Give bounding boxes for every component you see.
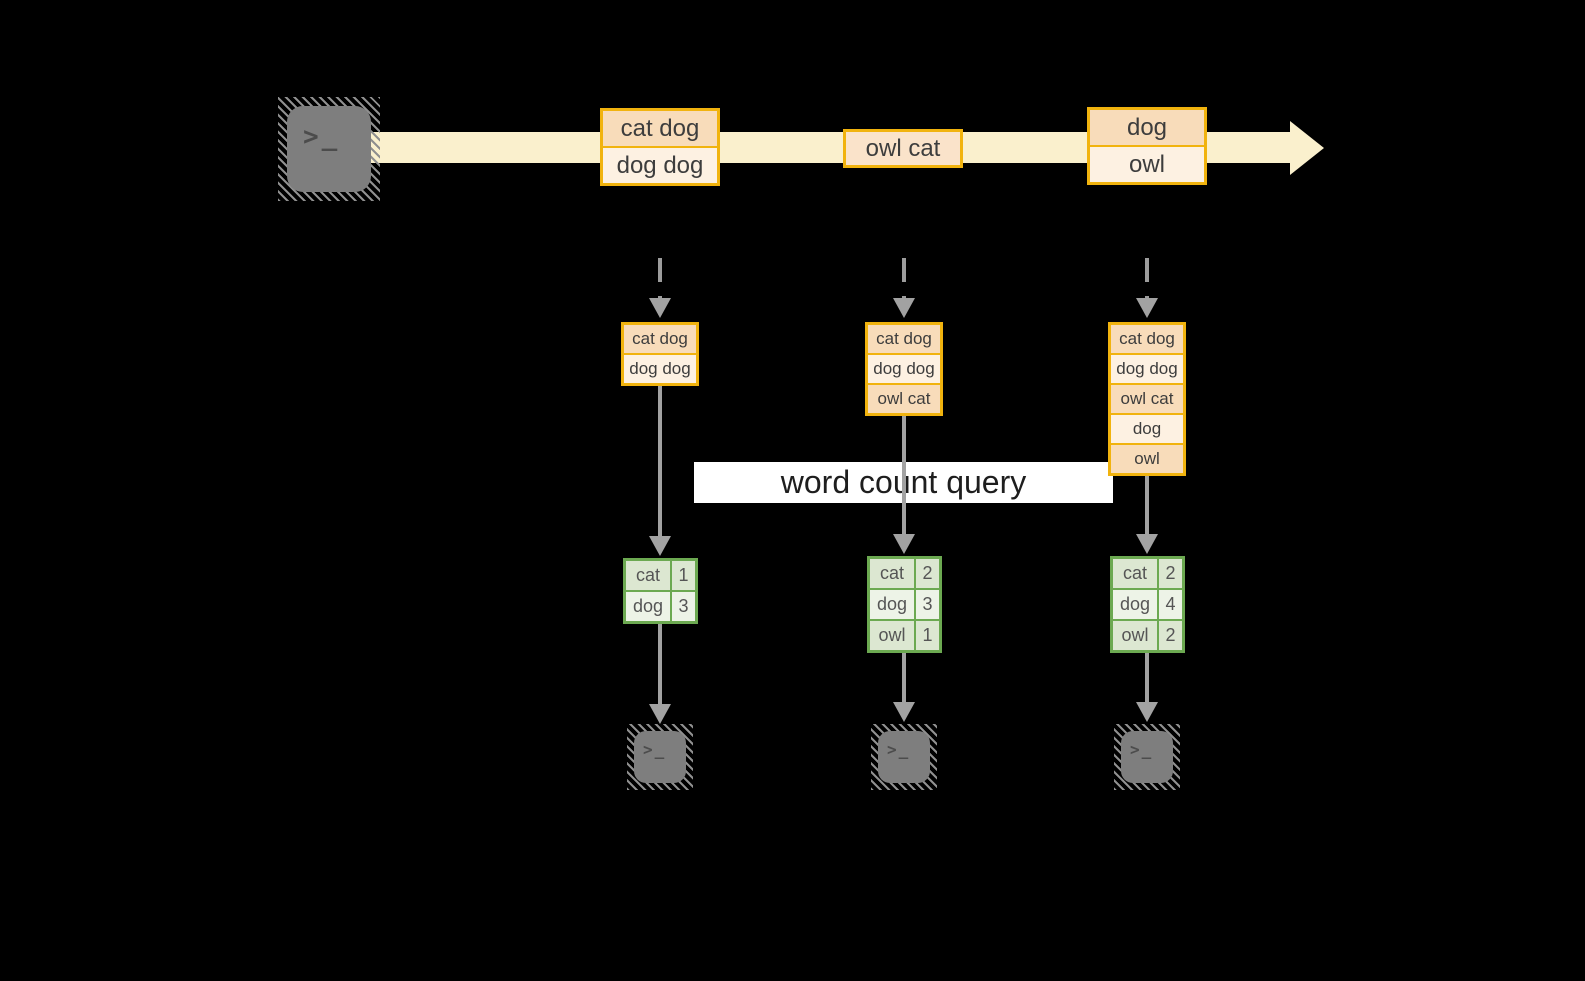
buffer-row: owl — [1111, 443, 1183, 473]
dashed-arrow-head-icon — [1136, 298, 1158, 318]
stream-event-box-3: dog owl — [1087, 107, 1207, 185]
dashed-arrow-stem — [902, 258, 906, 298]
arrow-stem — [902, 416, 906, 534]
event-row: dog dog — [603, 146, 717, 183]
sink-terminal-icon-2: >_ — [871, 724, 937, 790]
terminal-screen: >_ — [634, 731, 686, 783]
word-cell: cat — [626, 561, 670, 590]
count-cell: 3 — [672, 592, 695, 621]
stream-event-box-2: owl cat — [843, 129, 963, 168]
terminal-screen: >_ — [878, 731, 930, 783]
sink-terminal-icon-1: >_ — [627, 724, 693, 790]
arrow-head-icon — [649, 704, 671, 724]
terminal-screen: >_ — [287, 106, 371, 192]
count-table-1: cat 1 dog 3 — [623, 558, 698, 624]
buffer-box-2: cat dog dog dog owl cat — [865, 322, 943, 416]
count-table-3: cat 2 dog 4 owl 2 — [1110, 556, 1185, 653]
stream-event-box-1: cat dog dog dog — [600, 108, 720, 186]
arrow-stem — [658, 386, 662, 536]
arrow-head-icon — [893, 702, 915, 722]
count-cell: 1 — [916, 621, 939, 650]
event-row: cat dog — [603, 111, 717, 146]
word-cell: cat — [870, 559, 914, 588]
buffer-row: owl cat — [1111, 383, 1183, 413]
buffer-row: owl cat — [868, 383, 940, 413]
dashed-arrow-head-icon — [649, 298, 671, 318]
word-cell: dog — [1113, 590, 1157, 619]
arrow-stem — [902, 653, 906, 702]
dashed-arrow-stem — [1145, 258, 1149, 298]
buffer-row: cat dog — [1111, 325, 1183, 353]
arrow-head-icon — [893, 534, 915, 554]
arrow-stem — [1145, 653, 1149, 702]
arrow-head-icon — [1136, 534, 1158, 554]
arrow-head-icon — [649, 536, 671, 556]
count-cell: 2 — [916, 559, 939, 588]
terminal-prompt-glyph: >_ — [887, 740, 911, 759]
terminal-prompt-glyph: >_ — [643, 740, 667, 759]
count-cell: 2 — [1159, 621, 1182, 650]
stream-arrowhead-icon — [1290, 121, 1324, 175]
buffer-row: cat dog — [868, 325, 940, 353]
word-cell: owl — [870, 621, 914, 650]
word-cell: cat — [1113, 559, 1157, 588]
word-cell: dog — [626, 592, 670, 621]
source-terminal-icon: >_ — [278, 97, 380, 201]
terminal-prompt-glyph: >_ — [303, 122, 341, 152]
buffer-row: dog dog — [868, 353, 940, 383]
buffer-box-1: cat dog dog dog — [621, 322, 699, 386]
sink-terminal-icon-3: >_ — [1114, 724, 1180, 790]
event-row: dog — [1090, 110, 1204, 145]
buffer-row: dog dog — [1111, 353, 1183, 383]
buffer-row: dog dog — [624, 353, 696, 383]
buffer-row: cat dog — [624, 325, 696, 353]
count-cell: 2 — [1159, 559, 1182, 588]
event-row: owl — [1090, 145, 1204, 182]
word-cell: dog — [870, 590, 914, 619]
word-cell: owl — [1113, 621, 1157, 650]
dashed-arrow-stem — [658, 258, 662, 298]
count-cell: 1 — [672, 561, 695, 590]
terminal-screen: >_ — [1121, 731, 1173, 783]
count-cell: 3 — [916, 590, 939, 619]
arrow-stem — [658, 624, 662, 704]
buffer-box-3: cat dog dog dog owl cat dog owl — [1108, 322, 1186, 476]
event-row: owl cat — [846, 132, 960, 165]
arrow-head-icon — [1136, 702, 1158, 722]
count-table-2: cat 2 dog 3 owl 1 — [867, 556, 942, 653]
buffer-row: dog — [1111, 413, 1183, 443]
dashed-arrow-head-icon — [893, 298, 915, 318]
terminal-prompt-glyph: >_ — [1130, 740, 1154, 759]
count-cell: 4 — [1159, 590, 1182, 619]
arrow-stem — [1145, 476, 1149, 534]
